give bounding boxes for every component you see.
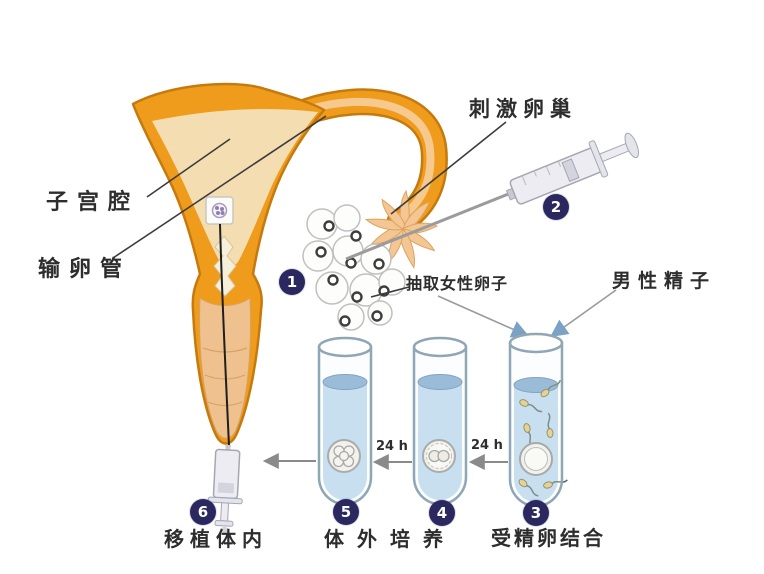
test-tube-fertilization bbox=[508, 332, 568, 508]
step-badge-1: 1 bbox=[279, 269, 305, 295]
embryo-transfer bbox=[205, 196, 243, 533]
uterine-cavity-pointer bbox=[146, 138, 231, 198]
stimulate-ovary-pointer bbox=[390, 121, 507, 215]
uterine-cavity-label: 子宫腔 bbox=[46, 190, 140, 215]
eggs-to-tube-arrow bbox=[437, 295, 530, 338]
tube4-glass bbox=[412, 347, 468, 506]
fertilization-label: 受精卵结合 bbox=[491, 526, 606, 550]
tube5-glass bbox=[317, 347, 373, 506]
aspiration-needle bbox=[345, 189, 517, 261]
pointer-lines bbox=[112, 115, 507, 298]
stimulate-ovary-label: 刺激卵巢 bbox=[469, 97, 577, 121]
process-arrows bbox=[262, 453, 508, 470]
ovary-follicles bbox=[302, 204, 406, 331]
test-tube-culture-morula bbox=[317, 336, 373, 506]
egg-cells bbox=[315, 220, 390, 327]
transplant-label: 移植体内 bbox=[164, 527, 268, 551]
step-badge-4: 4 bbox=[429, 500, 455, 526]
step-badge-6: 6 bbox=[190, 499, 216, 525]
tube3-glass bbox=[508, 343, 564, 508]
stimulation-syringe bbox=[505, 132, 639, 205]
extract-eggs-label: 抽取女性卵子 bbox=[406, 274, 509, 293]
sperm-cells bbox=[518, 379, 568, 497]
male-sperm-label: 男性精子 bbox=[612, 270, 717, 292]
fallopian-tube-label: 输卵管 bbox=[38, 257, 132, 282]
transfer-catheter bbox=[219, 223, 230, 447]
test-tube-culture-zygote bbox=[412, 336, 468, 506]
fallopian-tube-lumen bbox=[303, 97, 435, 221]
extract-eggs-pointer bbox=[370, 286, 410, 298]
sperm-to-tube-arrow bbox=[550, 289, 617, 338]
step-badge-2: 2 bbox=[543, 194, 569, 220]
duration-24h-left: 24 h bbox=[376, 439, 408, 454]
step-badge-3: 3 bbox=[523, 500, 549, 526]
fallopian-tube-pointer bbox=[112, 115, 327, 259]
duration-24h-right: 24 h bbox=[471, 438, 503, 453]
converging-arrows bbox=[437, 289, 617, 338]
in-vitro-culture-label: 体外培养 bbox=[324, 527, 456, 551]
cervical-canal bbox=[213, 235, 237, 297]
step-badge-5: 5 bbox=[333, 499, 359, 525]
